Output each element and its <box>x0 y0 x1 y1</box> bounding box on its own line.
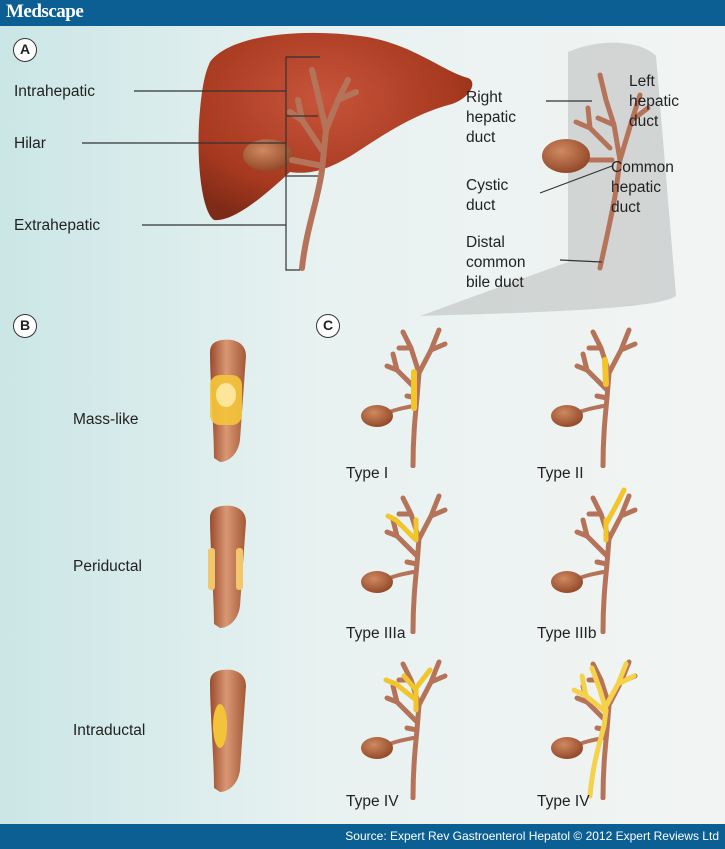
gallbladder-inset <box>542 139 590 173</box>
duct-segment-intraductal <box>210 669 246 792</box>
type-iiia-diagram <box>361 496 445 632</box>
type-iv-diagram-1 <box>361 662 445 798</box>
label-type-iv-1: Type IV <box>346 793 399 810</box>
label-hilar: Hilar <box>14 135 46 152</box>
label-type-ii: Type II <box>537 465 584 482</box>
label-type-iv-2: Type IV <box>537 793 590 810</box>
section-marker-a: A <box>13 38 37 62</box>
brand-logo: Medscape <box>6 1 84 22</box>
duct-segment-periductal <box>208 505 246 628</box>
level-bracket <box>285 56 320 271</box>
label-right-hepatic-duct: Right hepatic duct <box>466 89 516 146</box>
gallbladder-a <box>243 139 293 171</box>
label-intrahepatic: Intrahepatic <box>14 83 95 100</box>
label-cystic-duct: Cystic duct <box>466 177 509 214</box>
bile-duct-a <box>287 67 359 271</box>
label-type-iiib: Type IIIb <box>537 625 597 642</box>
label-common-hepatic-duct: Common hepatic duct <box>611 159 674 216</box>
label-extrahepatic: Extrahepatic <box>14 217 101 234</box>
type-ii-diagram <box>551 330 635 466</box>
label-left-hepatic-duct: Left hepatic duct <box>629 73 679 130</box>
type-iiib-diagram <box>551 487 635 632</box>
section-marker-c: C <box>316 314 340 338</box>
label-type-i: Type I <box>346 465 389 482</box>
liver-illustration <box>198 32 473 221</box>
type-iv-diagram-2 <box>551 662 635 798</box>
source-credit: Source: Expert Rev Gastroenterol Hepatol… <box>345 829 719 843</box>
header-bar: Medscape <box>0 0 725 26</box>
label-type-iiia: Type IIIa <box>346 625 406 642</box>
section-marker-b: B <box>13 314 37 338</box>
label-intraductal: Intraductal <box>73 722 146 739</box>
type-i-diagram <box>361 330 445 466</box>
label-periductal: Periductal <box>73 558 142 575</box>
label-mass-like: Mass-like <box>73 411 139 428</box>
label-distal-common-bile-duct: Distal common bile duct <box>466 234 526 291</box>
bile-duct-inset <box>573 72 651 271</box>
duct-segment-mass-like <box>210 339 246 462</box>
footer-bar: Source: Expert Rev Gastroenterol Hepatol… <box>0 824 725 849</box>
